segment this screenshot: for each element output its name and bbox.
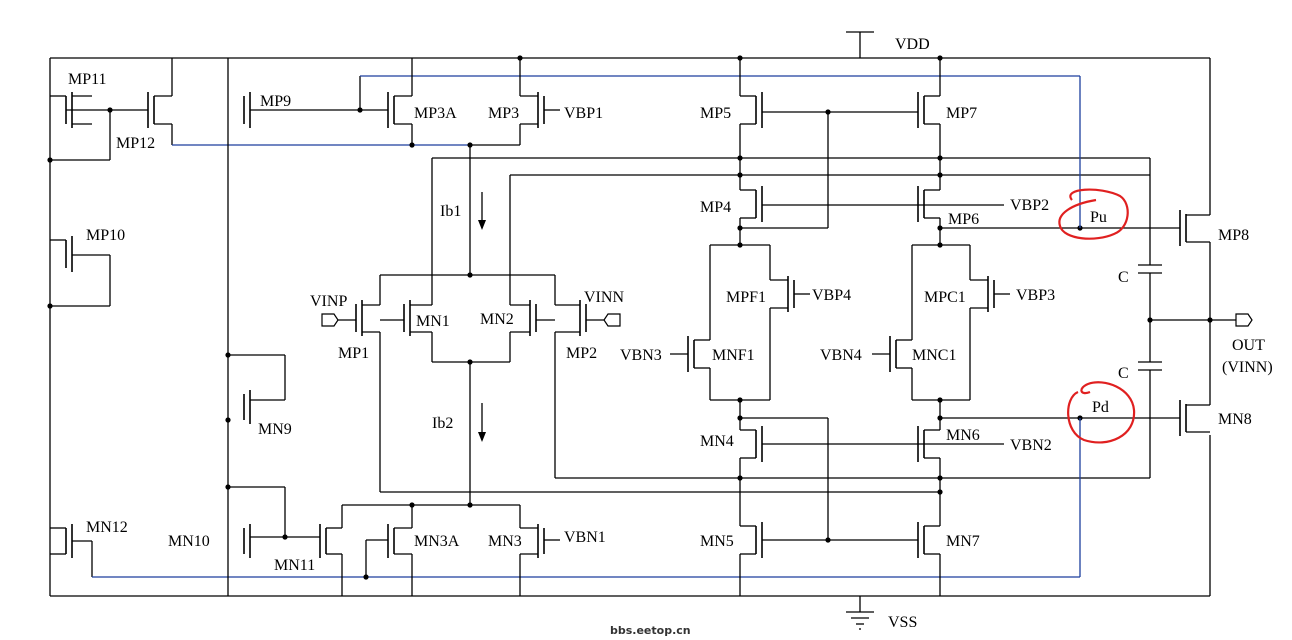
- mn10-device: [228, 486, 320, 558]
- vinp-port-icon: [321, 313, 339, 327]
- vbn4-label: VBN4: [820, 347, 862, 364]
- mn7-label: MN7: [946, 533, 980, 550]
- mp3-label: MP3: [488, 105, 519, 122]
- mn3-label: MN3: [488, 533, 522, 550]
- mn11-label: MN11: [274, 557, 315, 574]
- mp3a-label: MP3A: [414, 105, 457, 122]
- vbn1-label: VBN1: [564, 529, 606, 546]
- vbp1-label: VBP1: [564, 105, 603, 122]
- miller-caps: [1138, 264, 1236, 371]
- vbn3-label: VBN3: [620, 347, 662, 364]
- mn6-label: MN6: [946, 427, 980, 444]
- vdd-label: VDD: [895, 36, 930, 53]
- mn3a-label: MN3A: [414, 533, 460, 550]
- mp6-label: MP6: [948, 211, 979, 228]
- mp5-label: MP5: [700, 105, 731, 122]
- mn3-device: [470, 504, 560, 596]
- mp9-device: [227, 58, 360, 596]
- mn3a-device: [365, 505, 413, 596]
- mn8-device: [1179, 400, 1210, 436]
- mp3a-device: [359, 58, 1080, 145]
- mn11-device: [319, 504, 470, 596]
- c-top-label: C: [1118, 269, 1129, 286]
- mn4-label: MN4: [700, 433, 734, 450]
- out-port-icon: [1235, 313, 1253, 327]
- mp8-label: MP8: [1218, 227, 1249, 244]
- mp9-label: MP9: [260, 93, 291, 110]
- ib2-arrow-icon: [478, 403, 486, 442]
- mp11-label: MP11: [68, 71, 107, 88]
- mp10-label: MP10: [86, 227, 125, 244]
- mp4-label: MP4: [700, 199, 731, 216]
- vinn-label: VINN: [584, 289, 624, 306]
- vdd-rail: [50, 31, 1210, 59]
- mpf1-label: MPF1: [726, 289, 766, 306]
- mp8-device: [1179, 210, 1211, 405]
- mn1-label: MN1: [416, 313, 450, 330]
- folded-cascode: [670, 58, 1180, 596]
- vinn-port-icon: [603, 313, 621, 327]
- mp1-label: MP1: [338, 345, 369, 362]
- vinp-label: VINP: [310, 293, 347, 310]
- mn10-label: MN10: [168, 533, 210, 550]
- mnc1-label: MNC1: [912, 347, 956, 364]
- mp10-device: [50, 236, 111, 307]
- c-bot-label: C: [1118, 365, 1129, 382]
- mp11-device: [50, 92, 110, 128]
- mn9-label: MN9: [258, 421, 292, 438]
- mp3-device: [470, 58, 560, 146]
- out-label: OUT: [1232, 337, 1265, 354]
- vbp2-label: VBP2: [1010, 197, 1049, 214]
- mnf1-label: MNF1: [712, 347, 755, 364]
- mpc1-label: MPC1: [924, 289, 966, 306]
- mn2-label: MN2: [480, 311, 514, 328]
- vbn2-label: VBN2: [1010, 437, 1052, 454]
- ib1-arrow-icon: [478, 192, 486, 230]
- mp12-device: [50, 58, 173, 161]
- junction-dots: [737, 55, 1213, 543]
- vbp3-label: VBP3: [1016, 287, 1055, 304]
- pd-label: Pd: [1092, 399, 1109, 416]
- mp2-label: MP2: [566, 345, 597, 362]
- mn8-label: MN8: [1218, 411, 1252, 428]
- mp12-label: MP12: [116, 135, 155, 152]
- pu-label: Pu: [1090, 209, 1107, 226]
- vss-label: VSS: [888, 614, 917, 631]
- pd-highlight-icon: [1067, 381, 1136, 444]
- vbp4-label: VBP4: [812, 287, 851, 304]
- pu-highlight-icon: [1058, 188, 1129, 240]
- mn9-device: [228, 354, 286, 424]
- ib1-label: Ib1: [440, 203, 461, 220]
- mn5-label: MN5: [700, 533, 734, 550]
- mn12-label: MN12: [86, 519, 128, 536]
- out-sub-label: (VINN): [1222, 359, 1273, 376]
- mn12-device: [50, 524, 93, 577]
- mp7-label: MP7: [946, 105, 977, 122]
- labels: VDD VSS MP11 MP12 MP9 MP3A MP3 VBP1 MP10…: [68, 36, 1273, 637]
- vss-rail: [50, 595, 1210, 630]
- watermark: bbs.eetop.cn: [610, 624, 691, 637]
- ib2-label: Ib2: [432, 415, 453, 432]
